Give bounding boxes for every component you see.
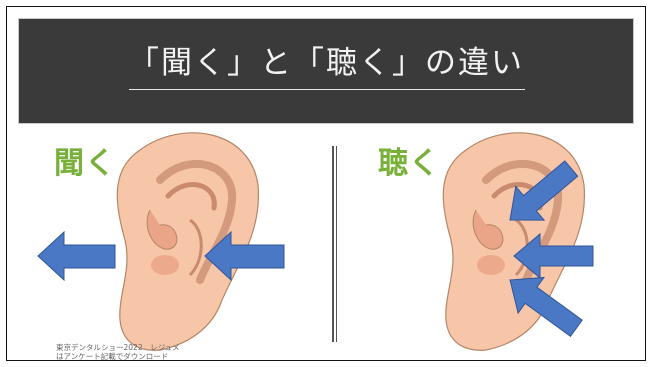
heading-kiku-hear: 聞く — [54, 146, 116, 181]
title-banner: 「聞く」と「聴く」の違い — [18, 18, 634, 124]
footnote: 東京デンタルショー2022 レジュメ はアンケート記載でダウンロード — [56, 343, 180, 361]
footnote-line-1: 東京デンタルショー2022 レジュメ — [56, 343, 180, 352]
footnote-line-2: はアンケート記載でダウンロード — [56, 352, 169, 361]
heading-kiku-listen: 聴く — [378, 146, 440, 181]
center-divider — [332, 146, 337, 342]
title-underline — [129, 89, 525, 90]
slide-title: 「聞く」と「聴く」の違い — [128, 45, 524, 81]
